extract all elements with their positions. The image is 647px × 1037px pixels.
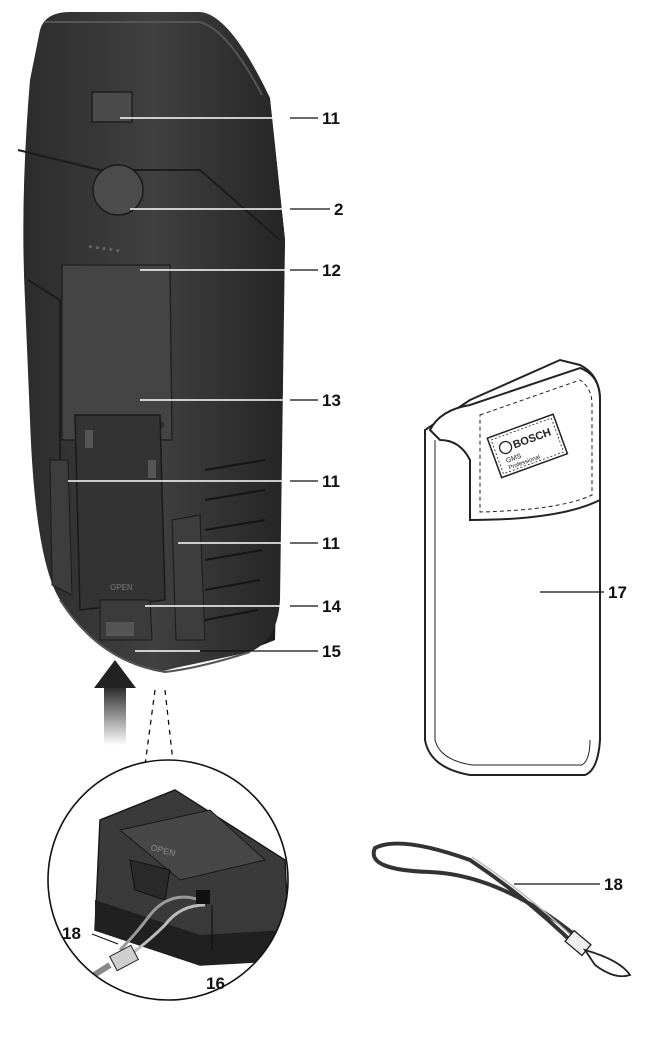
device-housing: • • • • • OPEN bbox=[17, 12, 285, 674]
callout-18-lanyard: 18 bbox=[604, 875, 623, 894]
callout-leaders-detail bbox=[91, 905, 213, 950]
detail-magnifier: OPEN bbox=[47, 759, 289, 1001]
pouch: BOSCH GMS Professional bbox=[424, 358, 604, 776]
callout-2: 2 bbox=[334, 200, 343, 219]
callout-12: 12 bbox=[322, 261, 341, 280]
svg-text:• • • • •: • • • • • bbox=[88, 241, 121, 257]
callout-11-upper: 11 bbox=[322, 109, 340, 128]
callout-14: 14 bbox=[322, 597, 341, 616]
insertion-arrow bbox=[94, 660, 136, 745]
callout-11-lower: 11 bbox=[322, 534, 340, 553]
callout-15: 15 bbox=[322, 642, 341, 661]
callout-leaders-device bbox=[68, 117, 330, 652]
callout-13: 13 bbox=[322, 391, 341, 410]
callout-17: 17 bbox=[608, 583, 627, 602]
callout-16: 16 bbox=[206, 974, 225, 993]
callout-11-middle: 11 bbox=[322, 472, 340, 491]
cover-text: OPEN bbox=[110, 583, 133, 592]
callout-18-detail: 18 bbox=[62, 924, 81, 943]
lanyard bbox=[371, 841, 632, 978]
callout-labels: 11 2 12 13 11 11 14 15 17 18 18 16 bbox=[62, 109, 627, 993]
pouch-logo: BOSCH GMS Professional bbox=[486, 413, 569, 479]
